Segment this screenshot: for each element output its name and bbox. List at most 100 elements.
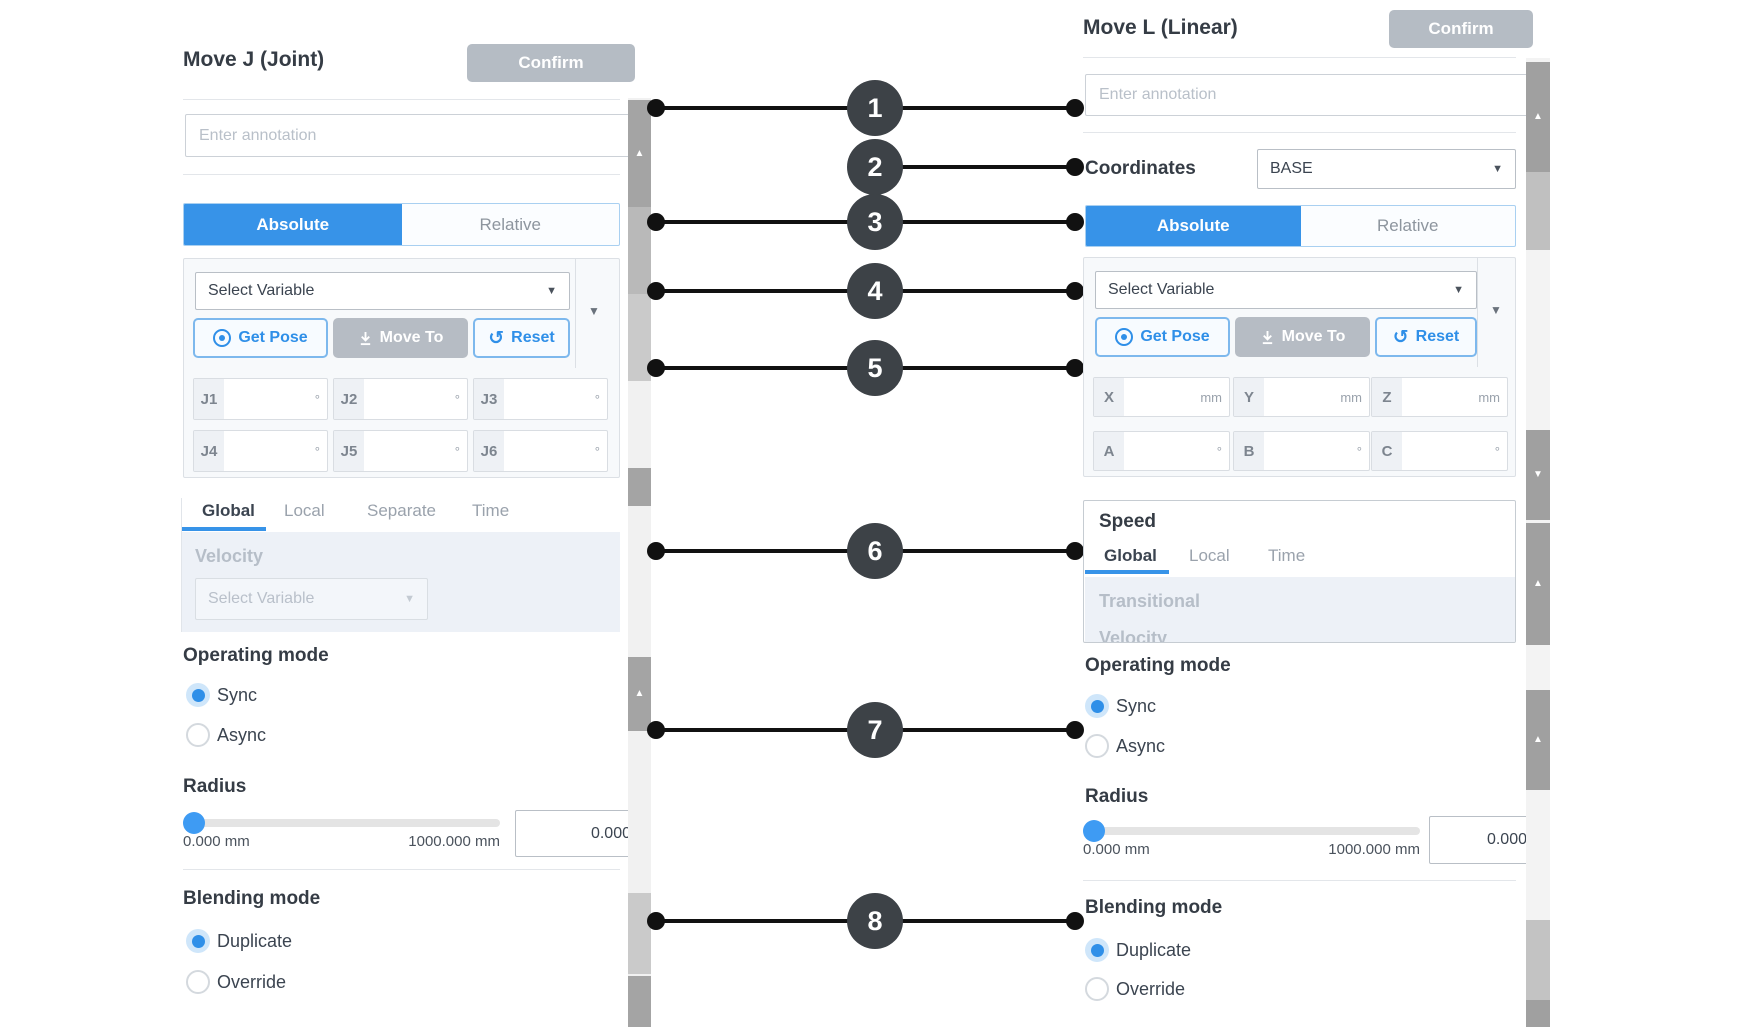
right-radius-slider-track[interactable] bbox=[1083, 827, 1420, 835]
scrollbar-thumb[interactable]: ▼ bbox=[1526, 430, 1550, 520]
right-duplicate-radio[interactable] bbox=[1085, 938, 1109, 962]
divider bbox=[183, 99, 620, 100]
joint-field-j4[interactable]: J4 ° bbox=[193, 430, 328, 472]
scrollbar-thumb[interactable] bbox=[628, 468, 651, 506]
left-radius-slider-handle[interactable] bbox=[183, 812, 205, 834]
pose-field-x[interactable]: X mm bbox=[1093, 377, 1230, 417]
right-variable-select[interactable]: Select Variable ▼ bbox=[1095, 271, 1477, 309]
left-reset-button[interactable]: ↺ Reset bbox=[473, 318, 570, 358]
right-tab-relative[interactable]: Relative bbox=[1377, 216, 1439, 235]
left-tab-absolute[interactable]: Absolute bbox=[184, 204, 402, 245]
coordinates-select[interactable]: BASE ▼ bbox=[1257, 149, 1516, 189]
left-confirm-button[interactable]: Confirm bbox=[467, 44, 635, 82]
left-velocity-select[interactable]: Select Variable ▼ bbox=[195, 578, 428, 620]
right-async-radio[interactable] bbox=[1085, 734, 1109, 758]
right-sync-radio[interactable] bbox=[1085, 694, 1109, 718]
right-radius-value-input[interactable] bbox=[1429, 816, 1538, 864]
right-annotation-input[interactable] bbox=[1085, 74, 1543, 116]
joint-field-j2[interactable]: J2 ° bbox=[333, 378, 468, 420]
right-sync-label[interactable]: Sync bbox=[1116, 696, 1157, 716]
right-speedtab-time[interactable]: Time bbox=[1268, 546, 1306, 565]
scrollbar-thumb[interactable] bbox=[628, 294, 651, 381]
pose-field-c[interactable]: C ° bbox=[1371, 431, 1508, 471]
left-speedtab-local[interactable]: Local bbox=[284, 501, 325, 520]
left-get-pose-button[interactable]: Get Pose bbox=[193, 318, 328, 358]
scrollbar-thumb[interactable] bbox=[628, 207, 651, 294]
scroll-up-icon[interactable]: ▲ bbox=[634, 147, 645, 159]
left-radius-slider-track[interactable] bbox=[183, 819, 500, 827]
left-async-label[interactable]: Async bbox=[217, 725, 267, 745]
reset-icon: ↺ bbox=[488, 327, 505, 349]
pose-field-z[interactable]: Z mm bbox=[1371, 377, 1508, 417]
left-expand-caret-icon[interactable]: ▼ bbox=[588, 304, 600, 318]
scroll-up-icon[interactable]: ▲ bbox=[1533, 734, 1543, 745]
field-unit: ° bbox=[314, 443, 320, 459]
scrollbar-thumb[interactable] bbox=[1526, 1000, 1550, 1027]
left-annotation-input[interactable] bbox=[185, 114, 646, 157]
scrollbar-thumb[interactable] bbox=[1526, 172, 1550, 250]
right-override-radio[interactable] bbox=[1085, 977, 1109, 1001]
field-label: J5 bbox=[334, 431, 364, 471]
right-async-label[interactable]: Async bbox=[1116, 736, 1166, 756]
left-speedtab-global[interactable]: Global bbox=[202, 501, 255, 520]
pose-field-a[interactable]: A ° bbox=[1093, 431, 1230, 471]
left-sync-label[interactable]: Sync bbox=[217, 685, 258, 705]
field-label: J3 bbox=[474, 379, 504, 419]
scrollbar-thumb[interactable] bbox=[1526, 920, 1550, 1000]
divider bbox=[1083, 57, 1516, 58]
left-move-to-button[interactable]: Move To bbox=[333, 318, 468, 358]
left-sync-radio[interactable] bbox=[186, 683, 210, 707]
joint-field-j6[interactable]: J6 ° bbox=[473, 430, 608, 472]
field-label: B bbox=[1234, 432, 1264, 470]
right-override-label[interactable]: Override bbox=[1116, 979, 1186, 999]
scroll-up-icon[interactable]: ▲ bbox=[1533, 111, 1543, 122]
joint-field-j5[interactable]: J5 ° bbox=[333, 430, 468, 472]
right-move-to-button[interactable]: Move To bbox=[1235, 317, 1370, 357]
scroll-down-icon[interactable]: ▼ bbox=[1533, 469, 1543, 480]
joint-field-j1[interactable]: J1 ° bbox=[193, 378, 328, 420]
right-get-pose-button[interactable]: Get Pose bbox=[1095, 317, 1230, 357]
right-expand-caret-icon[interactable]: ▼ bbox=[1490, 303, 1502, 317]
scroll-up-icon[interactable]: ▲ bbox=[634, 688, 645, 699]
right-speedtab-local[interactable]: Local bbox=[1189, 546, 1230, 565]
field-unit: ° bbox=[594, 443, 600, 459]
scrollbar-thumb[interactable]: ▲ bbox=[628, 100, 651, 207]
scrollbar-thumb[interactable] bbox=[628, 893, 651, 974]
scroll-up-icon[interactable]: ▲ bbox=[1533, 578, 1543, 589]
right-confirm-button[interactable]: Confirm bbox=[1389, 10, 1533, 48]
left-async-radio[interactable] bbox=[186, 723, 210, 747]
left-radius-value-input[interactable] bbox=[515, 810, 642, 857]
left-duplicate-radio[interactable] bbox=[186, 929, 210, 953]
right-radius-min: 0.000 mm bbox=[1083, 841, 1150, 858]
field-label: J4 bbox=[194, 431, 224, 471]
left-override-label[interactable]: Override bbox=[217, 972, 287, 992]
divider bbox=[183, 174, 620, 175]
scrollbar-thumb[interactable]: ▲ bbox=[1526, 690, 1550, 790]
scrollbar-thumb[interactable] bbox=[628, 976, 651, 1027]
right-reset-button[interactable]: ↺ Reset bbox=[1375, 317, 1477, 357]
right-reset-label: Reset bbox=[1415, 328, 1460, 345]
scrollbar-thumb[interactable]: ▲ bbox=[1526, 523, 1550, 645]
field-unit: ° bbox=[454, 443, 460, 459]
divider bbox=[1083, 132, 1516, 133]
scrollbar-thumb[interactable]: ▲ bbox=[628, 657, 651, 731]
divider bbox=[181, 498, 182, 632]
left-speedtab-time[interactable]: Time bbox=[472, 501, 510, 520]
callout-dot bbox=[1066, 542, 1084, 560]
callout-dot bbox=[647, 282, 665, 300]
right-tab-absolute[interactable]: Absolute bbox=[1086, 206, 1301, 246]
chevron-down-icon: ▼ bbox=[1492, 163, 1503, 175]
right-duplicate-label[interactable]: Duplicate bbox=[1116, 940, 1192, 960]
left-duplicate-label[interactable]: Duplicate bbox=[217, 931, 293, 951]
left-tab-relative[interactable]: Relative bbox=[479, 214, 541, 234]
scrollbar-thumb[interactable]: ▲ bbox=[1526, 62, 1550, 172]
pose-field-y[interactable]: Y mm bbox=[1233, 377, 1370, 417]
left-speedtab-separate[interactable]: Separate bbox=[367, 501, 436, 520]
pose-field-b[interactable]: B ° bbox=[1233, 431, 1370, 471]
left-override-radio[interactable] bbox=[186, 970, 210, 994]
right-radius-slider-handle[interactable] bbox=[1083, 820, 1105, 842]
field-unit: ° bbox=[1216, 443, 1222, 459]
left-variable-select[interactable]: Select Variable ▼ bbox=[195, 272, 570, 310]
joint-field-j3[interactable]: J3 ° bbox=[473, 378, 608, 420]
right-speedtab-global[interactable]: Global bbox=[1104, 546, 1157, 565]
